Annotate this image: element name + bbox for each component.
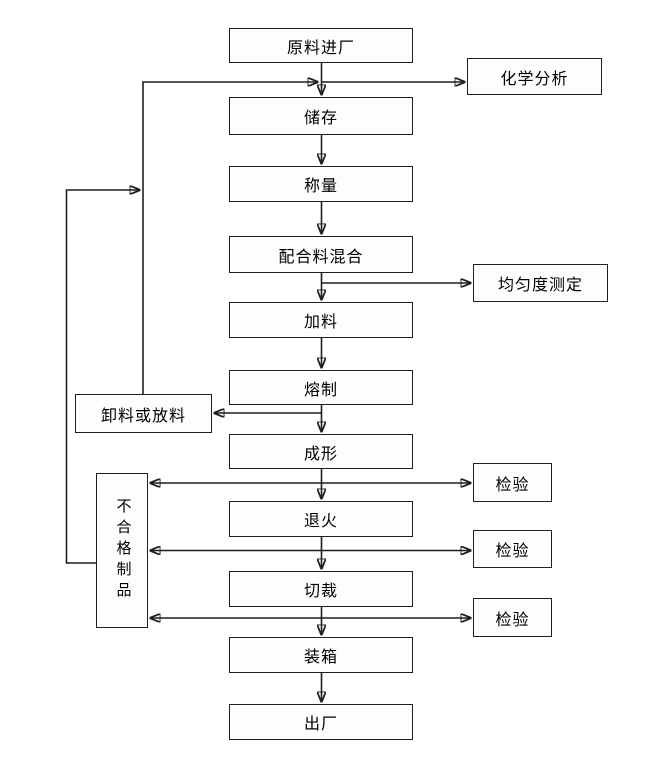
flow-node-melting: 熔制 [229,370,413,405]
connector-return-unload-to-storage [142,82,318,394]
flow-node-storage: 储存 [229,97,413,135]
side-node-inspection-3: 检验 [473,598,552,637]
side-node-inspection-2: 检验 [473,530,552,568]
flow-node-label: 储存 [303,110,338,127]
side-node-uniformity-test: 均匀度测定 [473,264,608,302]
side-node-label: 不合格制品 [114,498,131,603]
side-node-label: 均匀度测定 [497,277,583,294]
flow-node-raw-material-arrival: 原料进厂 [229,28,413,63]
flow-node-batch-mixing: 配合料混合 [229,236,413,273]
side-node-nonconforming-products: 不合格制品 [96,473,148,628]
flow-node-packing: 装箱 [229,637,413,673]
flow-node-label: 退火 [303,513,338,530]
connector-return-nonconforming [65,190,141,564]
side-node-inspection-1: 检验 [473,463,552,502]
side-node-unload-or-discharge: 卸料或放料 [75,394,212,433]
flow-node-shipping-out: 出厂 [229,704,413,740]
flow-node-annealing: 退火 [229,501,413,537]
flow-node-feeding: 加料 [229,302,413,338]
flow-node-forming: 成形 [229,434,413,469]
flow-node-label: 加料 [303,314,338,331]
flow-node-cutting: 切裁 [229,571,413,607]
side-node-label: 检验 [495,611,530,629]
flow-node-label: 出厂 [303,716,338,733]
side-node-label: 化学分析 [500,70,569,88]
flow-node-label: 原料进厂 [286,39,355,57]
flow-node-label: 成形 [303,445,338,463]
side-node-label: 检验 [495,543,530,560]
flow-node-weighing: 称量 [229,166,413,202]
side-node-label: 检验 [495,476,530,494]
flow-node-label: 装箱 [303,649,338,666]
side-node-chemical-analysis: 化学分析 [467,58,602,95]
flow-node-label: 称量 [303,178,338,195]
flow-node-label: 配合料混合 [278,248,364,266]
flow-node-label: 切裁 [303,583,338,600]
side-node-label: 卸料或放料 [100,407,186,425]
flow-node-label: 熔制 [303,381,338,399]
